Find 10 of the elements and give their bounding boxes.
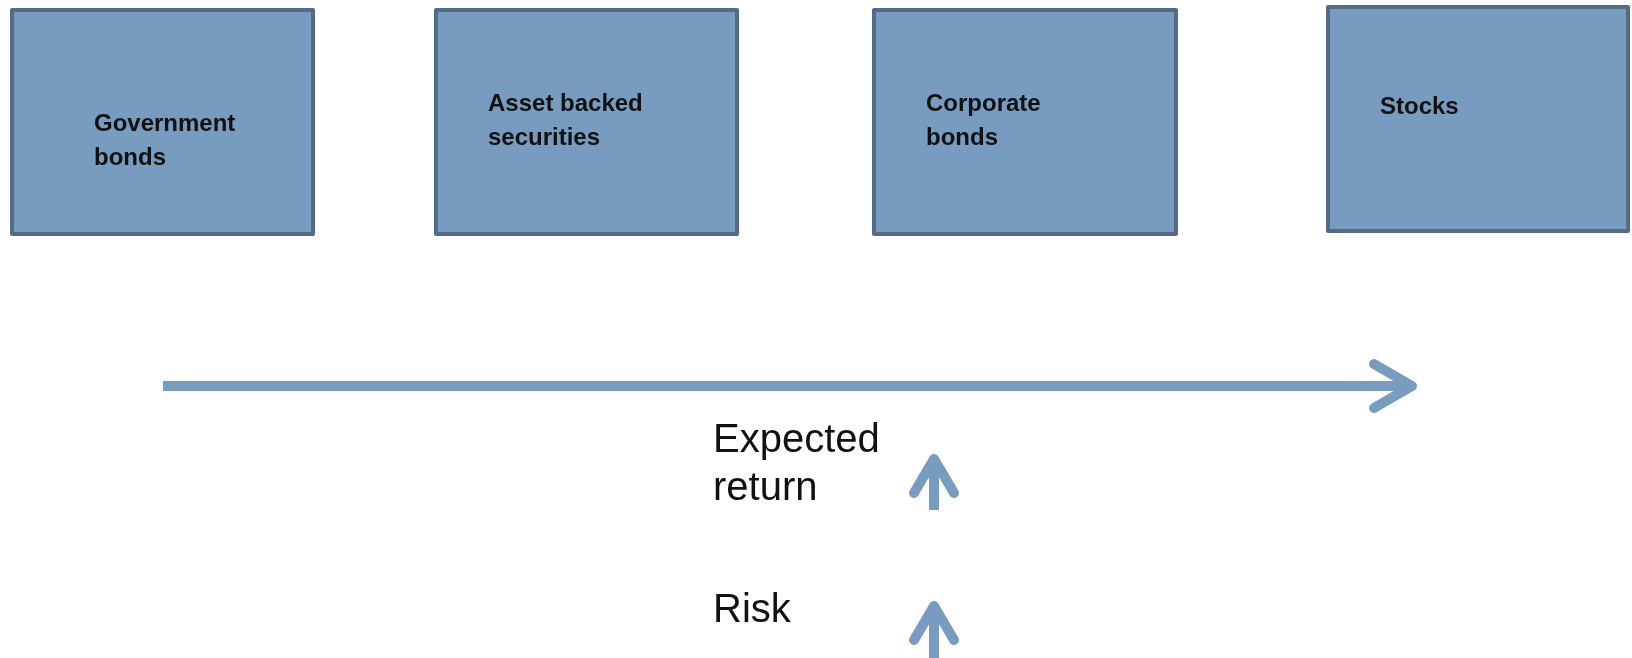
process-box <box>434 8 739 236</box>
axis-label: Expected return <box>713 415 881 510</box>
process-box <box>872 8 1178 236</box>
box-label: Corporate bonds <box>926 88 1042 152</box>
axis-label: Risk <box>713 585 792 632</box>
process-box <box>1326 5 1630 233</box>
box-label: Government bonds <box>94 108 237 172</box>
box-label: Asset backed securities <box>488 88 644 152</box>
process-box <box>10 8 315 236</box>
box-label: Stocks <box>1380 91 1460 121</box>
